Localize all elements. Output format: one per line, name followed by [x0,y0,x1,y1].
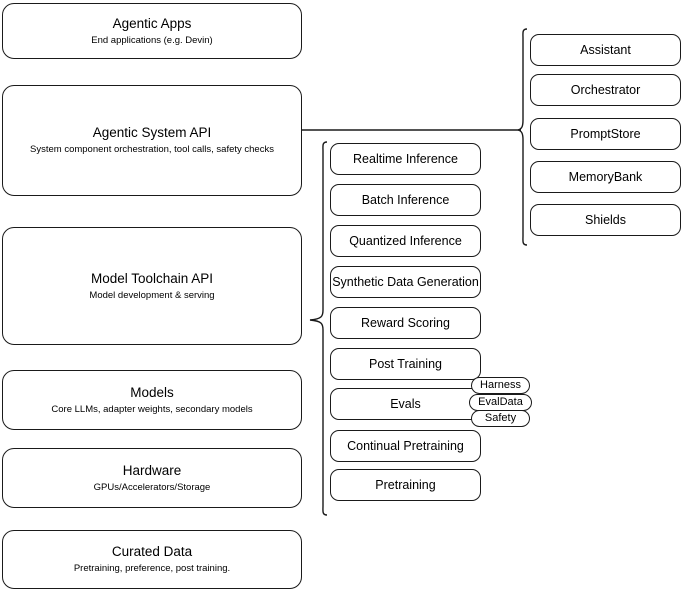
toolchain-item-label: Realtime Inference [353,151,458,166]
system-item-label: Assistant [580,42,631,57]
system-item-label: MemoryBank [568,169,643,184]
toolchain-item-post-training[interactable]: Post Training [330,348,481,380]
layer-subtitle: GPUs/Accelerators/Storage [93,481,211,493]
eval-badge-label: EvalData [478,396,523,408]
layer-subtitle: Pretraining, preference, post training. [73,563,231,574]
layer-model-toolchain-api[interactable]: Model Toolchain API Model development & … [2,227,302,345]
toolchain-item-label: Quantized Inference [349,233,462,248]
system-item-shields[interactable]: Shields [530,204,681,236]
toolchain-item-label: Continual Pretraining [347,438,464,453]
layer-subtitle: Core LLMs, adapter weights, secondary mo… [51,403,253,415]
system-item-label: Shields [585,212,626,227]
system-item-promptstore[interactable]: PromptStore [530,118,681,150]
layer-hardware[interactable]: Hardware GPUs/Accelerators/Storage [2,448,302,508]
toolchain-item-reward-scoring[interactable]: Reward Scoring [330,307,481,339]
system-item-label: Orchestrator [570,82,641,97]
toolchain-item-pretraining[interactable]: Pretraining [330,469,481,501]
toolchain-item-label: Synthetic Data Generation [332,274,479,289]
layer-title: Model Toolchain API [90,270,214,286]
system-item-orchestrator[interactable]: Orchestrator [530,74,681,106]
toolchain-item-label: Post Training [369,356,442,371]
toolchain-item-label: Evals [390,396,421,411]
eval-badge-evaldata[interactable]: EvalData [469,394,532,411]
brace-right-column [517,28,528,246]
layer-subtitle: Model development & serving [89,289,215,301]
eval-badge-label: Harness [480,379,521,391]
layer-agentic-system-api[interactable]: Agentic System API System component orch… [2,85,302,196]
system-item-memorybank[interactable]: MemoryBank [530,161,681,193]
toolchain-item-label: Reward Scoring [361,315,450,330]
brace-middle-column [309,141,328,516]
toolchain-item-realtime-inference[interactable]: Realtime Inference [330,143,481,175]
system-item-assistant[interactable]: Assistant [530,34,681,66]
eval-badge-harness[interactable]: Harness [471,377,530,394]
eval-badge-label: Safety [484,412,517,424]
layer-title: Hardware [122,462,182,478]
toolchain-item-label: Pretraining [375,477,436,492]
layer-subtitle: System component orchestration, tool cal… [30,144,274,155]
system-item-label: PromptStore [570,126,641,141]
layer-title: Agentic System API [92,125,212,140]
toolchain-item-synthetic-data-generation[interactable]: Synthetic Data Generation [330,266,481,298]
toolchain-item-evals[interactable]: Evals [330,388,481,420]
toolchain-item-label: Batch Inference [361,192,450,207]
layer-curated-data[interactable]: Curated Data Pretraining, preference, po… [2,530,302,589]
layer-agentic-apps[interactable]: Agentic Apps End applications (e.g. Devi… [2,3,302,59]
eval-badge-safety[interactable]: Safety [471,410,530,427]
layer-title: Curated Data [111,544,193,559]
layer-title: Agentic Apps [112,15,192,31]
toolchain-item-continual-pretraining[interactable]: Continual Pretraining [330,430,481,462]
toolchain-item-batch-inference[interactable]: Batch Inference [330,184,481,216]
layer-title: Models [130,384,174,400]
layer-subtitle: End applications (e.g. Devin) [91,34,213,46]
toolchain-item-quantized-inference[interactable]: Quantized Inference [330,225,481,257]
layer-models[interactable]: Models Core LLMs, adapter weights, secon… [2,370,302,430]
